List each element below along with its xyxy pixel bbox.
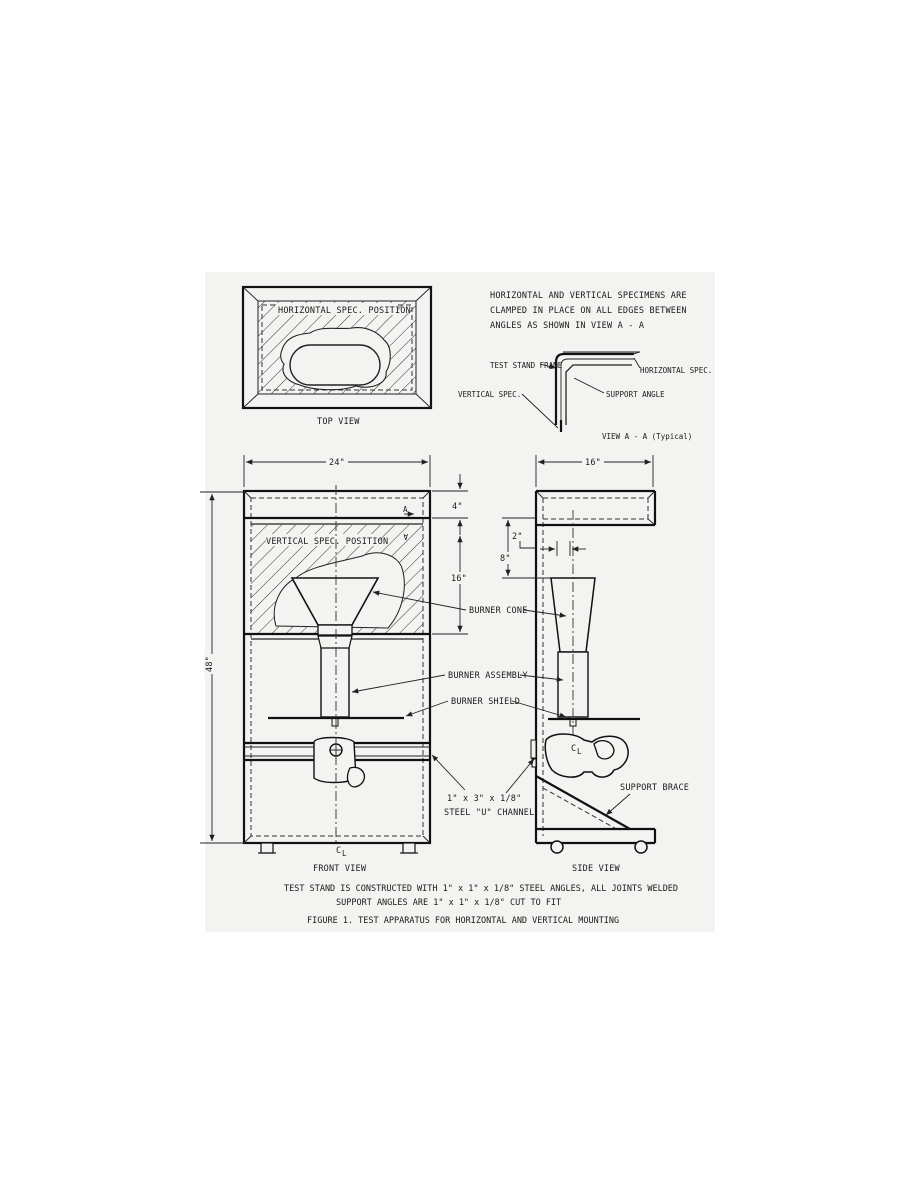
- front-centerline-subscript: L: [342, 849, 347, 858]
- burner-assembly-label: BURNER ASSEMBLY: [448, 671, 528, 681]
- note-line-1: HORIZONTAL AND VERTICAL SPECIMENS ARE: [490, 291, 687, 301]
- front-width-dimension: 24": [329, 458, 345, 468]
- side-view-title: SIDE VIEW: [572, 864, 621, 874]
- note-line-3: ANGLES AS SHOWN IN VIEW A - A: [490, 321, 644, 331]
- side-offset-dimension: 2": [512, 532, 523, 542]
- figure-title: FIGURE 1. TEST APPARATUS FOR HORIZONTAL …: [307, 916, 619, 926]
- caption-line-1: TEST STAND IS CONSTRUCTED WITH 1" x 1" x…: [284, 884, 678, 894]
- front-centerline-mark: C: [336, 846, 341, 856]
- note-line-2: CLAMPED IN PLACE ON ALL EDGES BETWEEN: [490, 306, 687, 316]
- horizontal-spec-label: HORIZONTAL SPEC.: [640, 366, 712, 375]
- side-depth-dimension: 16": [585, 458, 601, 468]
- channel-type-label: STEEL "U" CHANNEL: [444, 808, 534, 818]
- top-rail-dimension: 4": [452, 502, 463, 512]
- section-mark-a-bottom: A: [403, 532, 408, 541]
- specimen-height-dimension: 16": [451, 574, 467, 584]
- section-mark-a-top: A: [403, 505, 408, 514]
- callouts: BURNER CONE BURNER ASSEMBLY BURNER SHIEL…: [351, 590, 689, 818]
- side-view: 16" 8" 2": [499, 455, 657, 874]
- support-angle-label: SUPPORT ANGLE: [606, 390, 665, 399]
- view-a-a-detail: TEST STAND FRAME HORIZONTAL SPEC. SUPPOR…: [458, 351, 712, 441]
- front-view: 24" 48" VERTICAL SPEC. POSITION: [200, 455, 471, 874]
- channel-size-label: 1" x 3" x 1/8": [447, 794, 521, 804]
- caption-line-2: SUPPORT ANGLES ARE 1" x 1" x 1/8" CUT TO…: [336, 898, 561, 908]
- figure-caption: TEST STAND IS CONSTRUCTED WITH 1" x 1" x…: [284, 884, 678, 926]
- view-a-a-title: VIEW A - A (Typical): [602, 432, 692, 441]
- side-centerline-subscript: L: [577, 747, 582, 756]
- support-brace-label: SUPPORT BRACE: [620, 783, 689, 793]
- vertical-spec-position-label: VERTICAL SPEC. POSITION: [266, 537, 388, 547]
- top-view: HORIZONTAL SPEC. POSITION TOP VIEW: [241, 285, 433, 427]
- horizontal-spec-position-label: HORIZONTAL SPEC. POSITION: [278, 306, 411, 316]
- front-height-dimension: 48": [205, 656, 215, 672]
- specimen-clamping-note: HORIZONTAL AND VERTICAL SPECIMENS ARE CL…: [490, 291, 687, 331]
- burner-shield-label: BURNER SHIELD: [451, 697, 520, 707]
- side-centerline-mark: C: [571, 744, 576, 754]
- vertical-spec-label: VERTICAL SPEC.: [458, 390, 521, 399]
- burner-cone-label: BURNER CONE: [469, 606, 528, 616]
- front-view-title: FRONT VIEW: [313, 864, 367, 874]
- test-stand-frame-label: TEST STAND FRAME: [490, 361, 563, 370]
- top-view-title: TOP VIEW: [317, 417, 360, 427]
- side-drop-dimension: 8": [500, 554, 511, 564]
